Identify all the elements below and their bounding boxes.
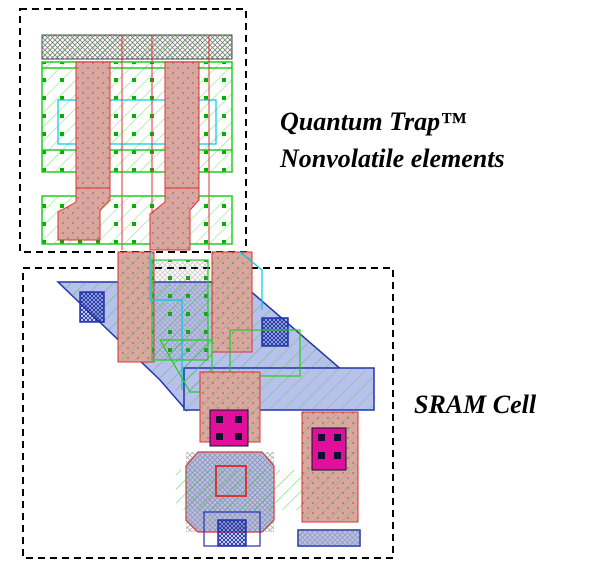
metal-contact-right	[261, 317, 289, 347]
label-quantum-trap-line1: Quantum Trap™	[280, 107, 466, 136]
metal-contact-left	[79, 291, 105, 323]
via-left	[209, 409, 249, 447]
poly-finger-left	[75, 61, 111, 189]
blue-pad-bottom-left	[217, 519, 247, 547]
sram-region	[22, 251, 394, 559]
label-quantum-trap-line2: Nonvolatile elements	[279, 144, 505, 173]
poly-finger-right	[164, 61, 200, 189]
quantum-trap-region	[19, 8, 247, 253]
label-sram-cell: SRAM Cell	[414, 390, 537, 419]
